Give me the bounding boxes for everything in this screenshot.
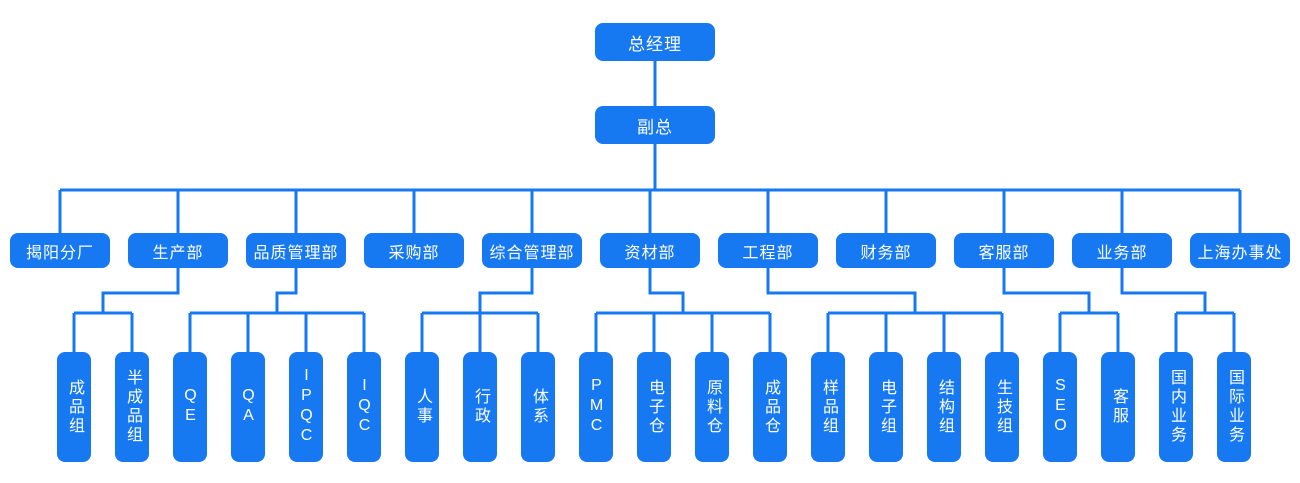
leaf-node: 生技组 bbox=[985, 352, 1019, 462]
leaf-node: 客服 bbox=[1101, 352, 1135, 462]
deputy-node: 副总 bbox=[595, 106, 715, 144]
dept-node: 综合管理部 bbox=[482, 233, 582, 268]
leaf-node: IPQC bbox=[289, 352, 323, 462]
leaf-node: 国内业务 bbox=[1159, 352, 1193, 462]
dept-node: 工程部 bbox=[718, 233, 818, 268]
leaf-node: 成品组 bbox=[57, 352, 91, 462]
dept-node: 品质管理部 bbox=[246, 233, 346, 268]
dept-node: 业务部 bbox=[1072, 233, 1172, 268]
leaf-node: QE bbox=[173, 352, 207, 462]
leaf-node: 结构组 bbox=[927, 352, 961, 462]
dept-node: 采购部 bbox=[364, 233, 464, 268]
dept-node: 资材部 bbox=[600, 233, 700, 268]
leaf-node: 行政 bbox=[463, 352, 497, 462]
dept-node: 客服部 bbox=[954, 233, 1054, 268]
dept-node: 财务部 bbox=[836, 233, 936, 268]
leaf-node: 样品组 bbox=[811, 352, 845, 462]
leaf-node: 电子组 bbox=[869, 352, 903, 462]
leaf-node: 半成品组 bbox=[115, 352, 149, 462]
leaf-node: 体系 bbox=[521, 352, 555, 462]
dept-node: 生产部 bbox=[128, 233, 228, 268]
leaf-node: PMC bbox=[579, 352, 613, 462]
leaf-node: IQC bbox=[347, 352, 381, 462]
dept-node: 上海办事处 bbox=[1190, 233, 1290, 268]
leaf-node: 人事 bbox=[405, 352, 439, 462]
dept-node: 揭阳分厂 bbox=[10, 233, 110, 268]
leaf-node: 原料仓 bbox=[695, 352, 729, 462]
leaf-node: SEO bbox=[1043, 352, 1077, 462]
leaf-node: 国际业务 bbox=[1217, 352, 1251, 462]
leaf-node: 成品仓 bbox=[753, 352, 787, 462]
leaf-node: QA bbox=[231, 352, 265, 462]
leaf-node: 电子仓 bbox=[637, 352, 671, 462]
gm-node: 总经理 bbox=[595, 23, 715, 61]
